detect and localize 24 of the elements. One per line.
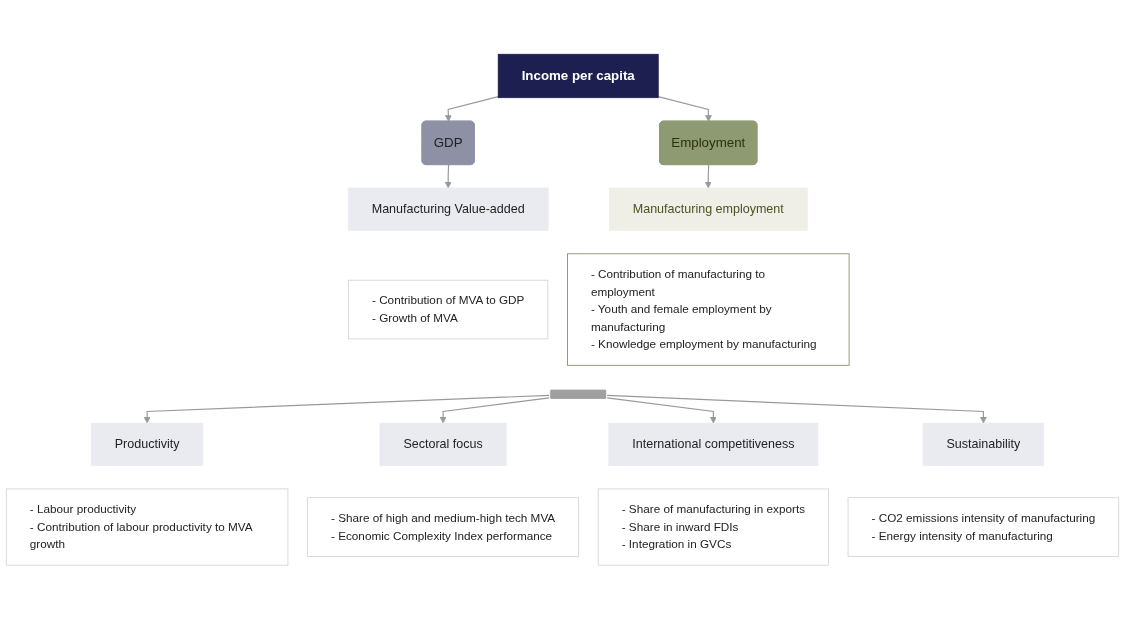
subheading-box: Manufacturing Value-added (347, 187, 549, 231)
indicator-list-box: - CO2 emissions intensity of manufacturing - Energy intensity of manufacturing (847, 497, 1120, 557)
category-box: Employment (659, 120, 758, 165)
indicator-list-box: - Share of manufacturing in exports - Share in inward FDIs - Integration in GVCs (597, 488, 829, 566)
arrow (657, 95, 712, 122)
subheading-box: Manufacturing employment (608, 187, 808, 231)
indicator-list-box: - Contribution of manufacturing to employment - Youth and female employment by manufacturing - Knowledge employment by manufacturing (567, 253, 850, 366)
arrow (439, 397, 550, 424)
dimension-box: International competitiveness (608, 422, 819, 466)
indicator-list-box: - Contribution of MVA to GDP - Growth of MVA (348, 279, 549, 340)
category-box: GDP (421, 120, 475, 165)
dimension-box: Sectoral focus (379, 422, 507, 466)
indicator-list-box: - Share of high and medium-high tech MVA - Economic Complexity Index performance (307, 497, 580, 557)
arrow (704, 164, 712, 189)
arrow (444, 95, 499, 122)
arrow (143, 394, 550, 424)
arrow (606, 394, 987, 424)
dimension-box: Productivity (90, 422, 204, 466)
arrow (444, 164, 452, 189)
title-box: Income per capita (497, 53, 659, 98)
bus-bar (550, 389, 606, 399)
arrow (606, 397, 717, 424)
dimension-box: Sustainability (922, 422, 1045, 466)
indicator-list-box: - Labour productivity - Contribution of labour productivity to MVA growth (5, 488, 289, 566)
